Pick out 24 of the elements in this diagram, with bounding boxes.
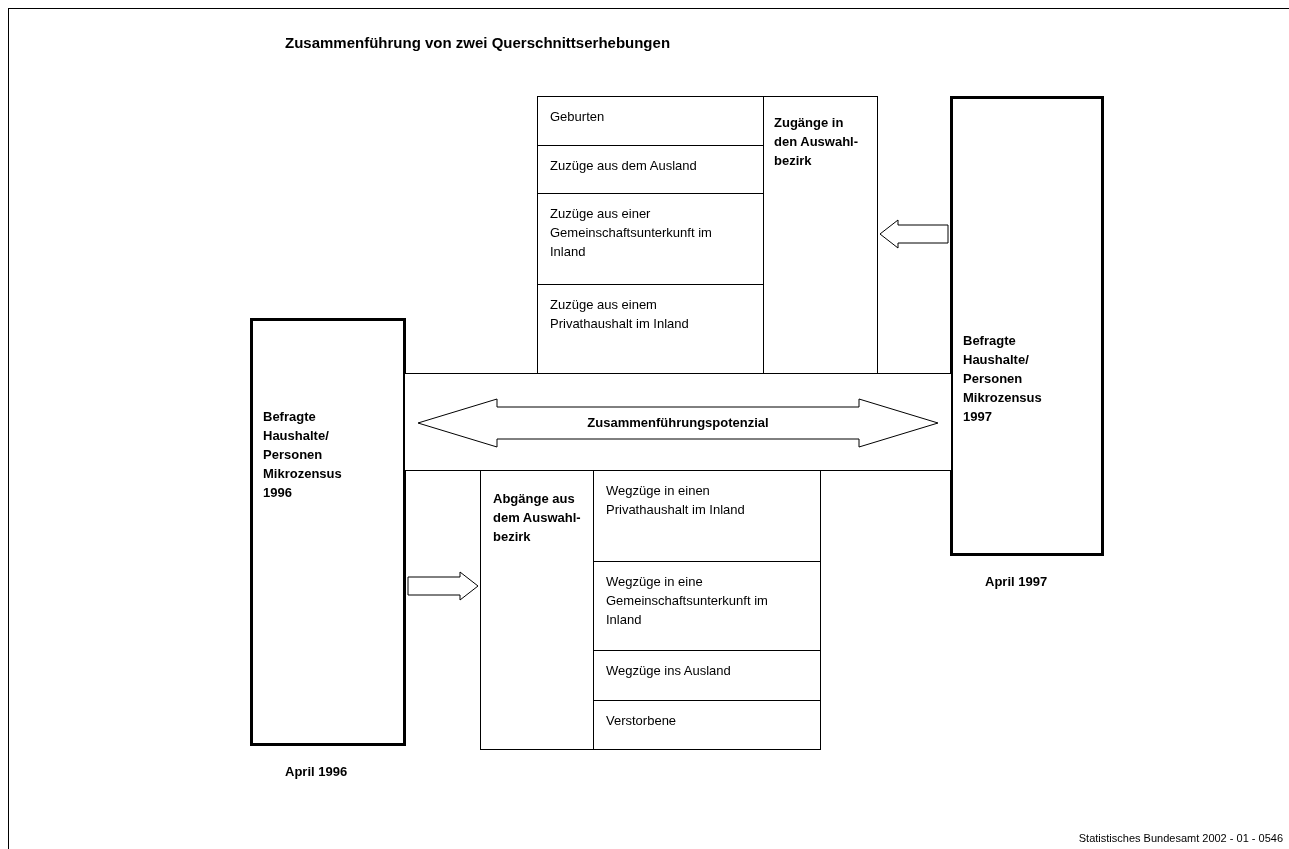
box-text: Geburten (550, 108, 606, 126)
box-text: Wegzüge in eine Gemeinschaftsunterkunft im Inland (606, 573, 769, 629)
box-heading: Befragte Haushalte/ Personen Mikrozensus 1996 (263, 408, 343, 502)
group-box (537, 96, 878, 374)
box-text: Verstorbene (606, 712, 678, 730)
source-note: Statistisches Bundesamt 2002 - 01 - 0546 (1078, 832, 1283, 844)
block-arrow (407, 571, 479, 601)
box-text: Wegzüge in einen Privathaushalt im Inland (606, 482, 746, 519)
box-text: Zuzüge aus einem Privathaushalt im Inland (550, 296, 690, 333)
box-text: Zuzüge aus einer Gemeinschaftsunterkunft im Inland (550, 205, 713, 261)
block-arrow (879, 219, 949, 249)
box-text: Wegzüge ins Ausland (606, 662, 732, 680)
survey-box (250, 318, 406, 746)
date-label: April 1997 (985, 574, 1048, 589)
title: Zusammenführung von zwei Querschnittserhebungen (285, 34, 671, 51)
group-box (480, 470, 821, 750)
box-heading: Zugänge in den Auswahl- bezirk (774, 114, 860, 170)
survey-box (950, 96, 1104, 556)
box-heading: Zusammenführungspotenzial (586, 414, 770, 432)
band (405, 373, 951, 471)
box-heading: Befragte Haushalte/ Personen Mikrozensus 1997 (963, 332, 1043, 426)
box-heading: Abgänge aus dem Auswahl- bezirk (493, 490, 582, 546)
box-text: Zuzüge aus dem Ausland (550, 157, 698, 175)
date-label: April 1996 (285, 764, 348, 779)
